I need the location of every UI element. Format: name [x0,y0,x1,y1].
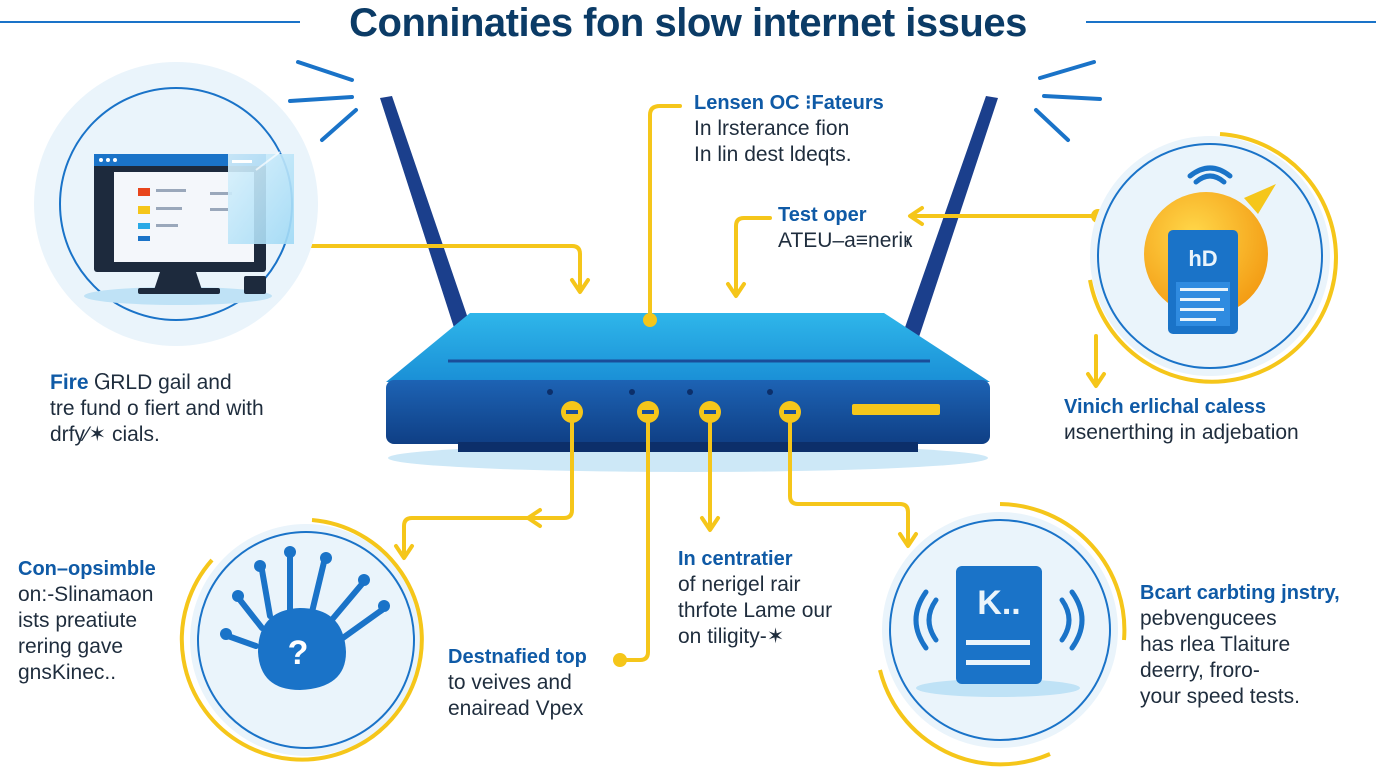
callout-center-mid-head: In centratier [678,548,793,570]
card-circle-arc-left [878,669,1051,767]
callout-bottom-right-line-3: deerry, froro- [1140,659,1260,682]
router-top [386,313,990,382]
callout-bottom-left-line-2: ists preatiute [18,609,138,632]
callout-bottom-center: Destnafied top to veives and enairead Vp… [448,644,587,722]
tablet-panel [1088,132,1338,384]
callout-top-center-line-1: In lrsterance fion [694,117,850,140]
wireless-card-icon [913,566,1085,684]
router-front [386,380,990,444]
virus-panel: ? [179,518,424,762]
callout-top-center-line-2: In lin dest ldeqts. [694,143,852,166]
router-base [458,442,918,452]
callout-center-mid-line-2: thrfote Lame our [678,599,833,622]
callout-bottom-right-line-4: your speed tests. [1140,685,1300,708]
connector-port-2 [618,410,650,662]
callout-left-mid: Fire ᏀRLD gail and tre fund o fiert and … [50,370,264,448]
card-circle-ring [889,519,1111,741]
router-status-bar [852,404,940,415]
router-icon [380,96,998,472]
callout-center-mid-line-3: on tiligity-✶ [678,625,785,648]
callout-left-mid-head: Fire [50,371,89,394]
callout-center-mid: In centratier of nerigel rair thrfote La… [678,546,832,650]
callout-left-mid-line-1: tre fund o fiert and with [50,397,264,420]
callout-top-center: Lensen OC ⁝Fateurs In lrsterance fion In… [694,90,884,168]
connector-top-center [648,104,682,322]
card-circle-arc-right [999,502,1127,641]
card-label: K.. [977,584,1021,622]
connector-lines [294,104,1100,662]
router-indicator-dots [547,389,773,395]
callout-top-center-head: Lensen OC ⁝Fateurs [694,92,884,114]
virus-circle-arc [179,518,424,762]
callout-bottom-left-line-3: rering gave [18,635,124,658]
callout-bottom-right: Bcart carbting jnstry, pebvengucees has … [1140,580,1340,710]
callout-bottom-left-line-4: gnsKinec.. [18,661,117,684]
connector-port-4 [788,410,910,546]
card-panel [878,502,1127,767]
callout-bottom-left-line-1: on:-Slinamaon [18,583,154,606]
callout-bottom-center-line-1: to veives and [448,671,572,694]
signal-burst-left [288,60,358,142]
svg-text:?: ? [288,634,309,672]
wifi-tablet-icon [1144,165,1276,334]
virus-question-icon: ? [220,546,390,690]
callout-test-head: Test oper [778,204,867,226]
connector-test [734,216,772,297]
callout-bottom-right-line-2: has rlea Tlaiture [1140,633,1291,656]
tablet-circle-ring [1097,143,1323,369]
connector-monitor [294,244,582,292]
signal-burst-right [1034,60,1102,142]
callout-left-mid-head-rest: ᏀRLD gail and [88,371,232,394]
virus-circle-ring [197,531,415,749]
callout-right-mid: Vinich erlichal caless ᴎsenerthing in ad… [1064,394,1299,446]
callout-bottom-left-head: Con–opsimble [18,558,156,580]
connector-port-1 [402,410,574,558]
page-title: Conninaties fon slow internet issues [349,1,1027,45]
callout-bottom-center-head: Destnafied top [448,646,587,668]
monitor-panel [34,62,318,346]
callout-left-mid-line-2: drfy⁄✶ cials. [50,423,160,446]
callout-bottom-right-head: Bcart carbting jnstry, [1140,582,1340,604]
callout-bottom-center-line-2: enairead Vpex [448,697,584,720]
callout-center-mid-line-1: of nerigel rair [678,573,801,596]
callout-test: Test oper ATEU–a≡neriҝ [778,202,912,254]
callout-test-line-1: ATEU–a≡neriҝ [778,229,913,252]
callout-right-mid-head: Vinich erlichal caless [1064,396,1266,418]
tablet-circle-arc [1088,132,1338,384]
computer-monitor-icon [94,151,294,294]
tablet-label: hD [1188,246,1218,271]
callout-bottom-left: Con–opsimble on:-Slinamaon ists preatiut… [18,556,156,686]
router-ports [561,401,801,423]
callout-bottom-right-line-1: pebvengucees [1140,607,1277,630]
router-antenna-left [380,96,474,340]
callout-right-mid-line-1: ᴎsenerthing in adjebation [1064,421,1299,444]
